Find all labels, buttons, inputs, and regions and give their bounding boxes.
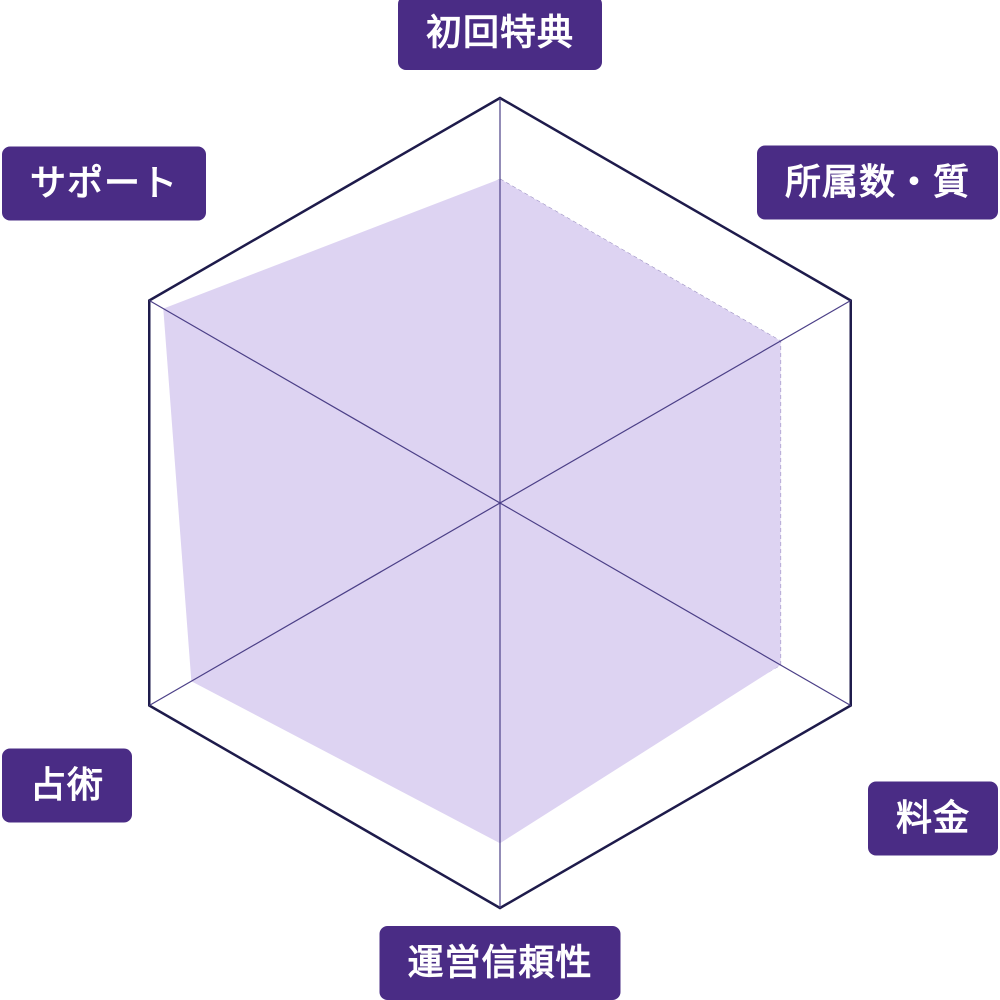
spoke-layer [148,98,852,908]
axis-label-first-bonus: 初回特典 [398,0,602,70]
data-area [163,179,781,844]
axis-spoke [148,299,852,707]
axis-label-support: サポート [2,146,206,221]
axis-label-text: サポート [30,162,178,204]
axis-label-box [379,926,621,1000]
axis-label-box [2,146,206,221]
axis-label-reliability: 運営信頼性 [379,926,621,1000]
axis-label-text: 運営信頼性 [407,943,592,984]
axis-label-box [2,748,132,823]
axis-label-members: 所属数・質 [757,145,998,220]
axis-label-text: 料金 [896,797,970,839]
axis-label-text: 初回特典 [426,13,574,54]
axis-label-box [757,145,998,220]
axis-label-box [868,781,998,856]
data-area-layer [163,179,781,844]
axis-label-text: 所属数・質 [785,162,970,203]
axis-label-divination: 占術 [2,748,132,823]
axis-label-text: 占術 [30,765,104,806]
axis-label-price: 料金 [868,781,998,856]
axis-label-box [398,0,602,70]
